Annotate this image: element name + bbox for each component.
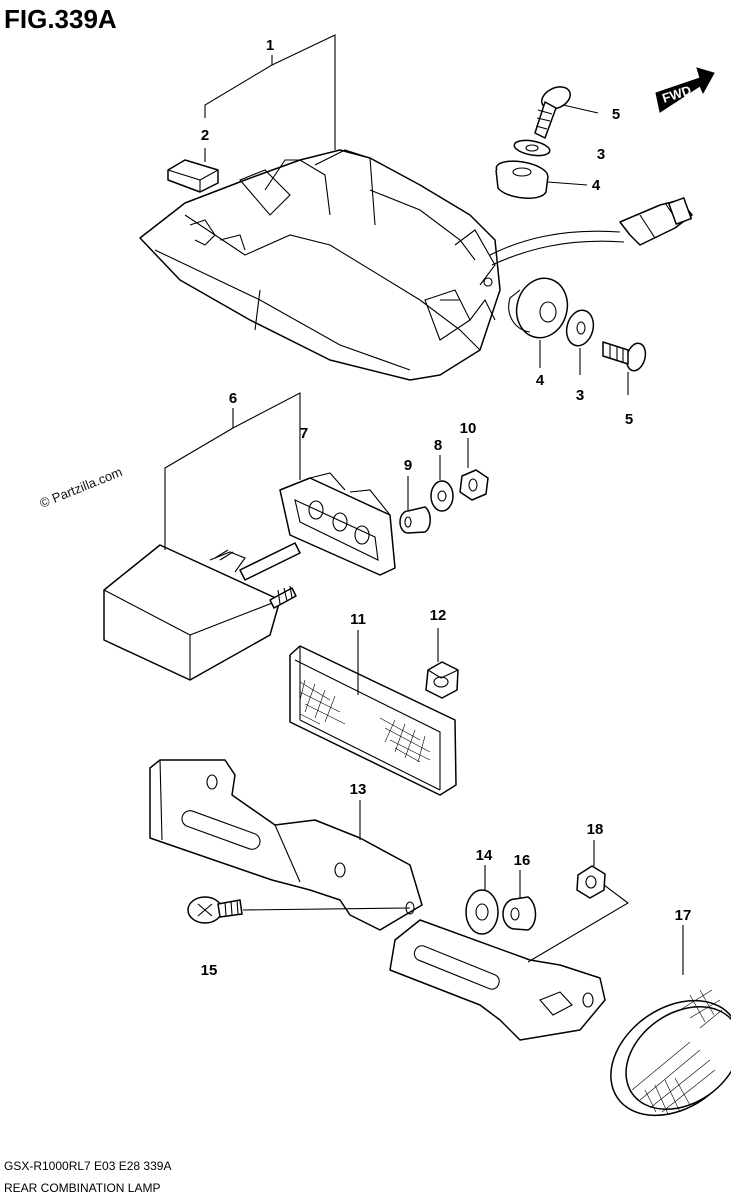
- watermark: © Partzilla.com: [38, 464, 125, 511]
- callout-3-upper: 3: [597, 146, 605, 163]
- forward-direction-arrow: FWD: [655, 67, 715, 113]
- part-4-grommet-lower[interactable]: [508, 273, 574, 344]
- part-18-nut[interactable]: [576, 865, 606, 899]
- footer-caption: REAR COMBINATION LAMP: [4, 1181, 160, 1195]
- footer-model: GSX-R1000RL7 E03 E28 339A: [4, 1159, 171, 1173]
- part-9-collar[interactable]: [399, 506, 431, 534]
- callout-7: 7: [300, 425, 308, 442]
- part-14-washer[interactable]: [465, 889, 499, 935]
- callout-3-lower: 3: [576, 387, 584, 404]
- callout-12: 12: [430, 607, 447, 624]
- part-1-tail-lamp-assembly[interactable]: [139, 149, 501, 381]
- part-13-license-bracket[interactable]: [149, 759, 423, 931]
- callout-17: 17: [675, 907, 692, 924]
- fwd-label: FWD: [660, 82, 693, 105]
- callout-1: 1: [266, 37, 274, 54]
- part-5-screw-upper[interactable]: [534, 83, 574, 139]
- part-10-nut[interactable]: [459, 469, 489, 501]
- callout-15: 15: [201, 962, 218, 979]
- callout-8: 8: [434, 437, 442, 454]
- part-8-washer[interactable]: [430, 480, 454, 512]
- callout-2: 2: [201, 127, 209, 144]
- part-5-screw-lower[interactable]: [602, 341, 648, 373]
- part-17-round-reflector[interactable]: [589, 977, 731, 1139]
- part-16-collar[interactable]: [502, 896, 537, 931]
- callout-9: 9: [404, 457, 412, 474]
- callout-5-lower: 5: [625, 411, 633, 428]
- callout-6: 6: [229, 390, 237, 407]
- part-2-cushion[interactable]: [167, 159, 219, 193]
- part-11-rear-reflector[interactable]: [289, 645, 457, 796]
- part-15-screw[interactable]: [187, 896, 243, 924]
- reflector-bracket[interactable]: [389, 919, 606, 1041]
- callout-numbers: 1 2 5 3 4 4 3 5 6 7 8 9 10 11 12 13 14 1…: [201, 37, 692, 979]
- callout-4-upper: 4: [592, 177, 601, 194]
- callout-16: 16: [514, 852, 531, 869]
- part-3-washer-upper[interactable]: [513, 138, 551, 158]
- callout-10: 10: [460, 420, 477, 437]
- part-4-grommet-upper[interactable]: [495, 158, 550, 199]
- callout-4-lower: 4: [536, 372, 545, 389]
- figure-title: FIG.339A: [4, 4, 117, 34]
- part-6-license-lamp[interactable]: [103, 542, 301, 681]
- callout-5-upper: 5: [612, 106, 620, 123]
- part-7-lens-holder[interactable]: [279, 472, 396, 576]
- part-3-washer-lower[interactable]: [563, 307, 597, 349]
- callout-14: 14: [476, 847, 493, 864]
- part-12-nut[interactable]: [425, 661, 459, 699]
- wire-harness-connector[interactable]: [489, 197, 693, 266]
- leader-lines: [164, 34, 684, 975]
- callout-13: 13: [350, 781, 367, 798]
- callout-11: 11: [350, 611, 366, 628]
- callout-18: 18: [587, 821, 604, 838]
